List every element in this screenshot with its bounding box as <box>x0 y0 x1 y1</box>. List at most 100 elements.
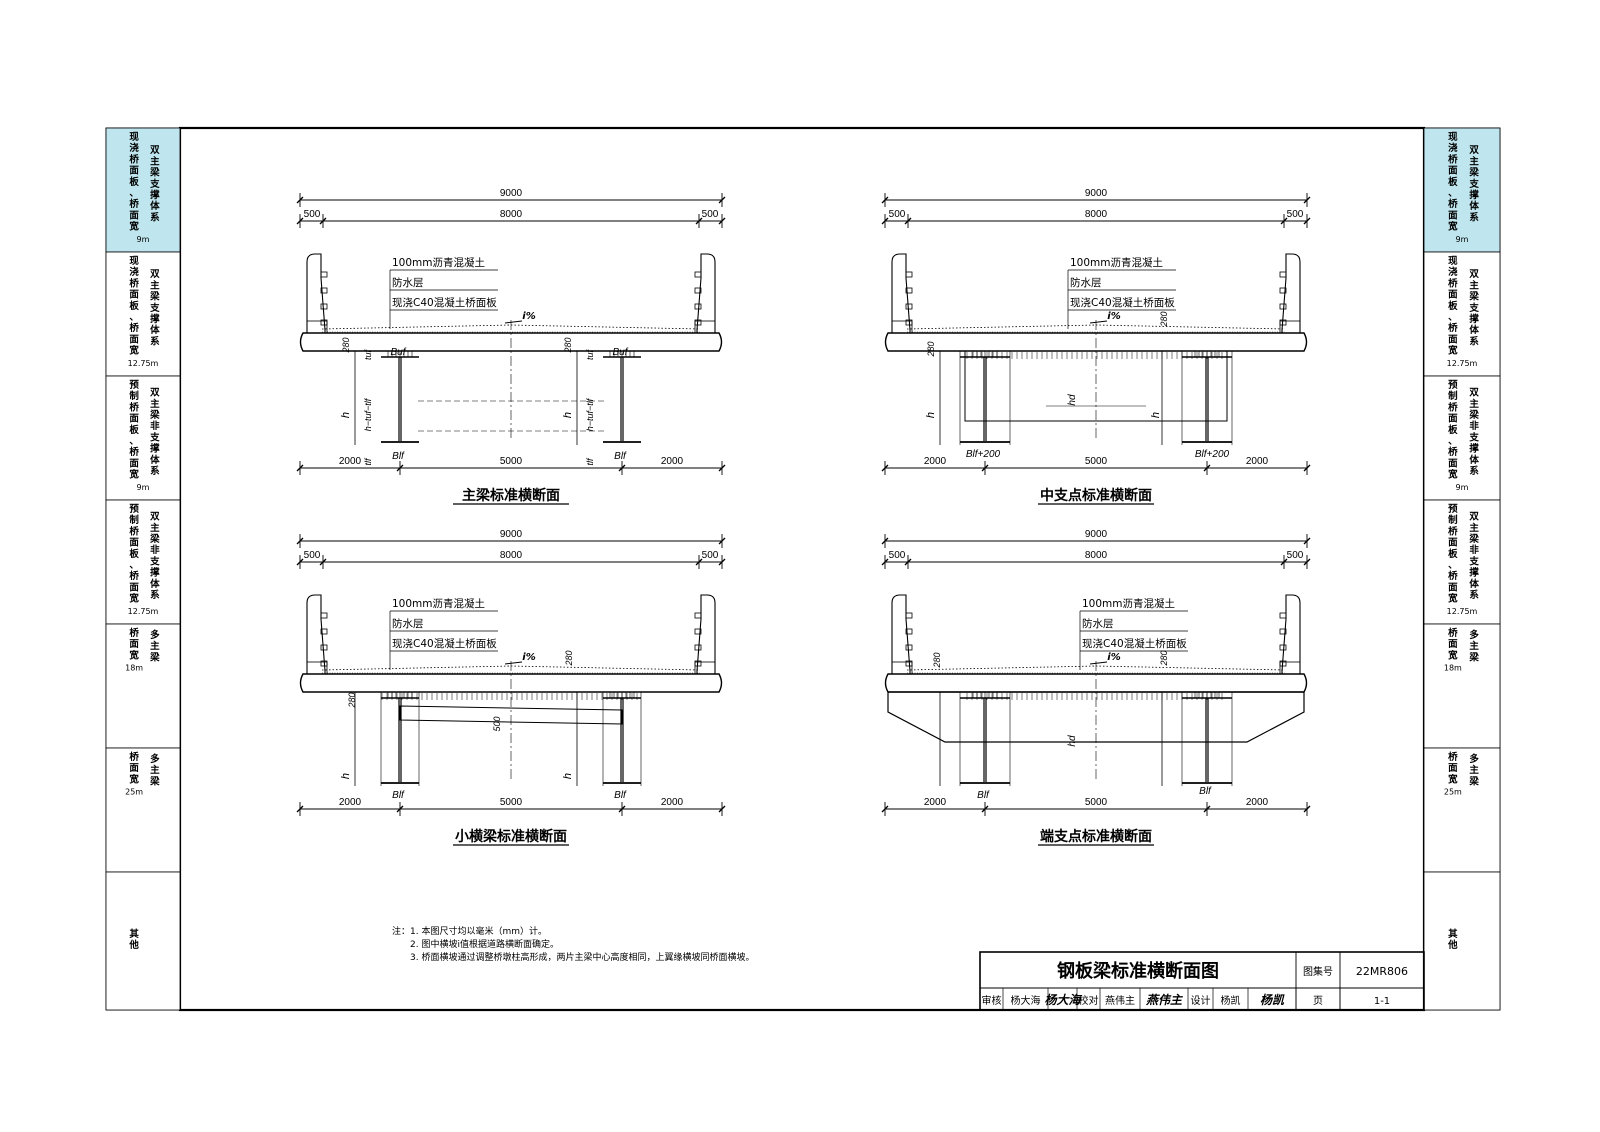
right-tab-label-char: 宽 <box>1447 469 1458 481</box>
right-tab-sub-char: 系 <box>1469 211 1479 223</box>
left-tab-label-char: 现 <box>129 256 139 267</box>
barrier-post <box>320 644 328 651</box>
left-tab-7[interactable] <box>105 871 181 1011</box>
blf-label: Blf <box>977 790 990 801</box>
dimension-tick <box>396 805 404 813</box>
right-tab-label-char: 面 <box>1448 763 1458 774</box>
barrier <box>306 253 326 333</box>
slope-label: i% <box>1107 311 1120 322</box>
left-tab-sub-char: 多 <box>150 629 160 641</box>
slope-label: i% <box>1107 652 1120 663</box>
vertical-label: 280 <box>1159 311 1169 327</box>
right-tab-sub-char: 支 <box>1468 431 1479 443</box>
right-tab-7[interactable] <box>1423 871 1501 1011</box>
right-tab-label-char: 现 <box>1448 132 1458 143</box>
dimension-tick <box>1303 805 1311 813</box>
right-tab-label-char: 面 <box>1448 290 1458 301</box>
barrier-post <box>694 287 702 294</box>
left-tab-sub-char: 双 <box>149 512 160 523</box>
dimension-tick <box>1280 217 1288 225</box>
right-tab-sub-char: 非 <box>1469 544 1479 556</box>
check-label: 校对 <box>1079 994 1099 1007</box>
barrier-post <box>905 271 913 278</box>
right-tab-label-char: 、 <box>1448 436 1458 447</box>
left-tab-sub-char: 主 <box>150 640 160 652</box>
right-tab-width: 12.75m <box>1447 607 1478 616</box>
dimension-tick <box>695 558 703 566</box>
right-tab-label-char: 面 <box>1448 639 1458 650</box>
right-tab-3[interactable] <box>1423 375 1501 501</box>
left-tab-4[interactable] <box>105 499 181 625</box>
layer-label: 现浇C40混凝土桥面板 <box>392 637 497 650</box>
slope-label: i% <box>522 311 535 322</box>
right-tab-sub-char: 体 <box>1469 324 1479 336</box>
dimension-label: 2000 <box>924 456 947 467</box>
left-tab-label-char: 面 <box>129 290 139 301</box>
outer-frame <box>105 127 1501 1011</box>
web-height-label: h−tuf−tlf <box>585 397 595 431</box>
layer-label: 防水层 <box>1082 617 1114 630</box>
right-tab-1[interactable] <box>1423 127 1501 253</box>
vertical-label: h <box>340 773 352 779</box>
barrier-post <box>1279 628 1287 635</box>
review-label: 审核 <box>982 994 1002 1007</box>
right-tab-sub-char: 体 <box>1469 454 1479 466</box>
right-tab-sub-char: 梁 <box>1468 167 1479 179</box>
left-tab-6[interactable] <box>105 747 181 873</box>
left-tab-3[interactable] <box>105 375 181 501</box>
left-tab-label-char: 桥 <box>129 401 139 413</box>
tlf-label: tlf <box>363 457 373 466</box>
right-tab-label-char: 板 <box>1448 176 1458 188</box>
left-tab-sub-char: 系 <box>150 211 160 223</box>
left-tab-sub-char: 系 <box>150 335 160 347</box>
vertical-label: h <box>925 412 937 418</box>
dimension-label: 500 <box>702 209 719 220</box>
right-tab-sub-char: 双 <box>1468 145 1479 156</box>
barrier-post <box>1279 271 1287 278</box>
dimension-label: 5000 <box>1085 797 1108 808</box>
right-tab-sub-char: 体 <box>1469 200 1479 212</box>
right-tab-label-char: 桥 <box>1448 198 1458 210</box>
left-tab-label-char: 板 <box>129 548 139 560</box>
dimension-tick <box>1303 537 1311 545</box>
barrier-post <box>905 303 913 310</box>
layer-label: 防水层 <box>392 276 424 289</box>
left-tab-label-char: 桥 <box>129 627 139 639</box>
left-tab-label-char: 桥 <box>129 570 139 582</box>
vertical-label: h <box>1150 412 1162 418</box>
left-tab-label-char: 、 <box>129 188 139 199</box>
right-tab-label-char: 浇 <box>1448 142 1458 154</box>
dimension-label: 8000 <box>1085 209 1108 220</box>
right-tab-6[interactable] <box>1423 747 1501 873</box>
right-tab-width: 9m <box>1456 483 1469 492</box>
left-tab-label-char: 制 <box>129 514 139 526</box>
left-tab-label-char: 面 <box>129 414 139 425</box>
left-tab-sub-char: 梁 <box>149 167 160 179</box>
left-tab-width: 9m <box>137 235 150 244</box>
right-tab-sub-char: 非 <box>1469 420 1479 432</box>
left-tab-2[interactable] <box>105 251 181 377</box>
barrier-post <box>320 303 328 310</box>
right-tab-5[interactable] <box>1423 623 1501 749</box>
left-tab-sub-char: 体 <box>150 578 160 590</box>
left-tab-1[interactable] <box>105 127 181 253</box>
left-tab-label-char: 现 <box>129 132 139 143</box>
right-tab-sub-char: 主 <box>1469 764 1479 776</box>
design-label: 设计 <box>1191 994 1211 1007</box>
dimension-tick <box>319 217 327 225</box>
right-tab-4[interactable] <box>1423 499 1501 625</box>
left-tab-label-char: 宽 <box>128 649 139 661</box>
right-tab-2[interactable] <box>1423 251 1501 377</box>
left-tab-5[interactable] <box>105 623 181 749</box>
left-tab-label-char: 宽 <box>128 593 139 605</box>
slope-arrow <box>1089 661 1108 665</box>
left-tab-width: 12.75m <box>128 359 159 368</box>
left-tab-sub-char: 撑 <box>150 443 160 455</box>
dimension-tick <box>981 805 989 813</box>
dimension-tick <box>296 196 304 204</box>
left-tab-label-char: 桥 <box>129 198 139 210</box>
left-tab-sub-char: 梁 <box>149 291 160 303</box>
